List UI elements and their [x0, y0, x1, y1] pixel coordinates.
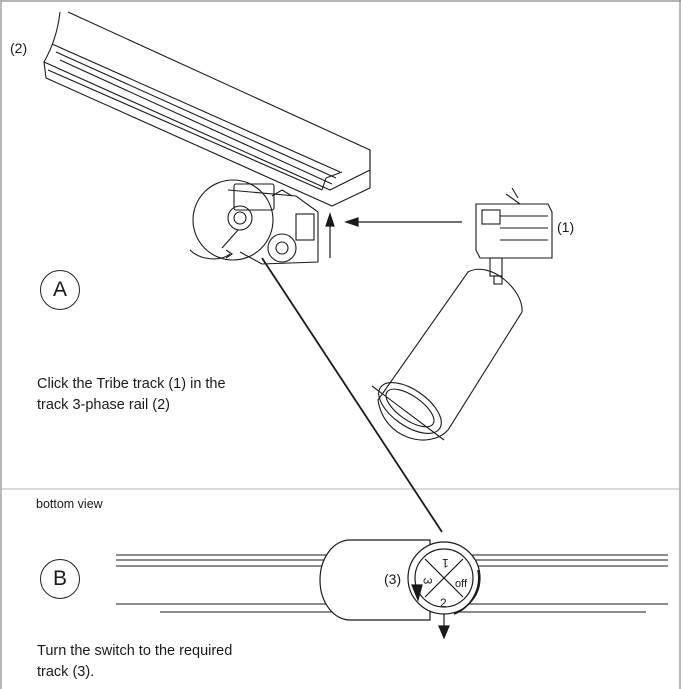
instruction-b-line2: track (3). — [37, 664, 95, 680]
badge-b: B — [40, 559, 80, 599]
callout-adapter-1: (1) — [557, 219, 575, 235]
switch-label-1: 1 — [442, 556, 449, 570]
bottom-view-adapter — [319, 539, 431, 621]
callout-switch-3: (3) — [384, 571, 402, 587]
adapter-detail-zoom — [189, 179, 319, 265]
instruction-a-line2: track 3-phase rail (2) — [37, 397, 170, 413]
spotlight-illustration — [371, 187, 553, 441]
instruction-b-line1: Turn the switch to the required — [37, 643, 233, 659]
leader-line — [261, 257, 443, 533]
badge-a: A — [40, 270, 80, 310]
rotary-switch — [407, 541, 481, 640]
track-rail-illustration — [43, 11, 371, 207]
switch-label-3: 3 — [420, 577, 435, 585]
insertion-arrows — [325, 212, 462, 258]
instruction-a-line1: Click the Tribe track (1) in the — [37, 376, 226, 392]
callout-rail-2: (2) — [10, 40, 28, 56]
switch-label-2: 2 — [440, 596, 447, 610]
bottom-view-label: bottom view — [36, 497, 103, 511]
switch-label-off: off — [455, 578, 468, 590]
